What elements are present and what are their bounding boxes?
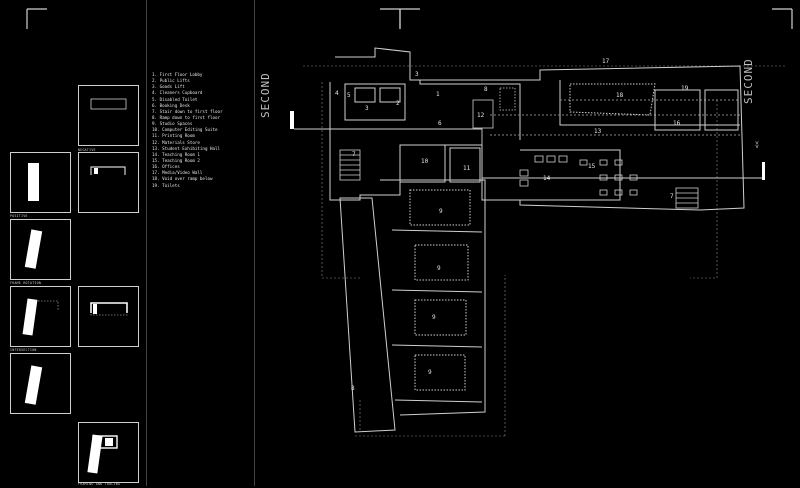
crop-mark-top-right (772, 8, 793, 29)
room-label: 18 (616, 92, 624, 99)
room-label: 8 (351, 385, 355, 392)
panel-intersection-right (78, 286, 139, 347)
legend-item: 4. Cleaners Cupboard (152, 90, 203, 96)
intersection-block-diagram (22, 298, 59, 336)
panel-intersection-left (10, 286, 71, 347)
plan-fixtures (339, 87, 699, 209)
positive-frame-diagram (90, 166, 126, 175)
vertical-wing (339, 144, 486, 433)
plan-reference-lines (303, 65, 785, 437)
room-label: 17 (602, 58, 610, 65)
room-label: 15 (588, 163, 596, 170)
legend-item: 18. Void over ramp below (152, 176, 213, 182)
panel-label-framing-tracing: FRAMING AND TRACING (78, 482, 121, 486)
room-label: 13 (594, 128, 602, 135)
legend-item: 12. Materials Store (152, 139, 200, 145)
room-label: 7 (352, 151, 356, 158)
room-label: 6 (438, 120, 442, 127)
framing-tracing-diagram (87, 434, 118, 474)
tracing-block-diagram (24, 365, 43, 405)
legend-item: 14. Teaching Room 1 (152, 151, 200, 157)
panel-frame-rotation (10, 219, 71, 280)
room-label: 4 (335, 90, 339, 97)
legend-item: 11. Printing Room (152, 133, 195, 139)
panel-positive-left (10, 152, 71, 213)
panel-label-frame-rotation: FRAME ROTATION (10, 281, 42, 285)
legend-item: 2. Public Lifts (152, 78, 190, 84)
intersection-frame-diagram (90, 302, 128, 316)
room-label: 9 (428, 369, 432, 376)
legend-item: 5. Disabled Toilet (152, 96, 198, 102)
crop-mark-top-left (26, 8, 47, 29)
panel-label-intersection: INTERSECTION (10, 348, 37, 352)
horizontal-wing (329, 47, 745, 211)
room-label: 19 (681, 85, 689, 92)
legend-item: 10. Computer Editing Suite (152, 127, 218, 133)
legend-item: 3. Goods Lift (152, 84, 185, 90)
panel-positive-right (78, 152, 139, 213)
legend-item: 1. First Floor Lobby (152, 72, 203, 77)
room-label: 9 (432, 314, 436, 321)
legend-item: 17. Media/Video Wall (152, 170, 203, 176)
room-label: 1 (436, 91, 440, 98)
legend-item: 13. Student Exhibiting Hall (152, 145, 221, 151)
legend-item: 16. Offices (152, 164, 180, 170)
panel-tracing-left (10, 353, 71, 414)
room-label: 14 (543, 175, 551, 182)
room-label: 7 (670, 193, 674, 200)
frame-rotation-diagram (24, 229, 43, 269)
room-label: 16 (673, 120, 681, 127)
room-labels: 1 2 3 3 4 5 6 7 7 8 8 9 9 9 9 10 11 12 1… (335, 58, 689, 392)
room-label: 2 (396, 100, 400, 107)
room-label: 9 (437, 265, 441, 272)
room-label: 12 (477, 112, 485, 119)
room-label: 5 (347, 92, 351, 99)
room-legend: 1. First Floor Lobby 2. Public Lifts 3. … (152, 72, 223, 189)
left-divider (146, 0, 147, 486)
crop-mark-top-center-right (399, 8, 420, 29)
room-label: 10 (421, 158, 429, 165)
panel-negative (78, 85, 139, 146)
room-label: 9 (439, 208, 443, 215)
legend-item: 15. Teaching Room 2 (152, 157, 200, 163)
negative-diagram (90, 98, 127, 110)
legend-item: 6. Booking Desk (152, 102, 190, 108)
center-divider (254, 0, 255, 486)
legend-item: 19. Toilets (152, 182, 180, 188)
room-label: 3 (415, 71, 419, 78)
room-label: 8 (484, 86, 488, 93)
panel-framing-tracing (78, 422, 139, 483)
panel-label-negative: NEGATIVE (78, 148, 96, 152)
teaching-room-desks (519, 155, 638, 196)
positive-block-diagram (28, 163, 39, 201)
room-label: 11 (463, 165, 471, 172)
legend-item: 9. Studio Spaces (152, 121, 193, 127)
room-label: 3 (365, 105, 369, 112)
legend-item: 7. Stair down to first floor (152, 108, 223, 114)
panel-label-positive: POSITIVE (10, 214, 28, 218)
legend-item: 8. Ramp down to first floor (152, 114, 221, 120)
